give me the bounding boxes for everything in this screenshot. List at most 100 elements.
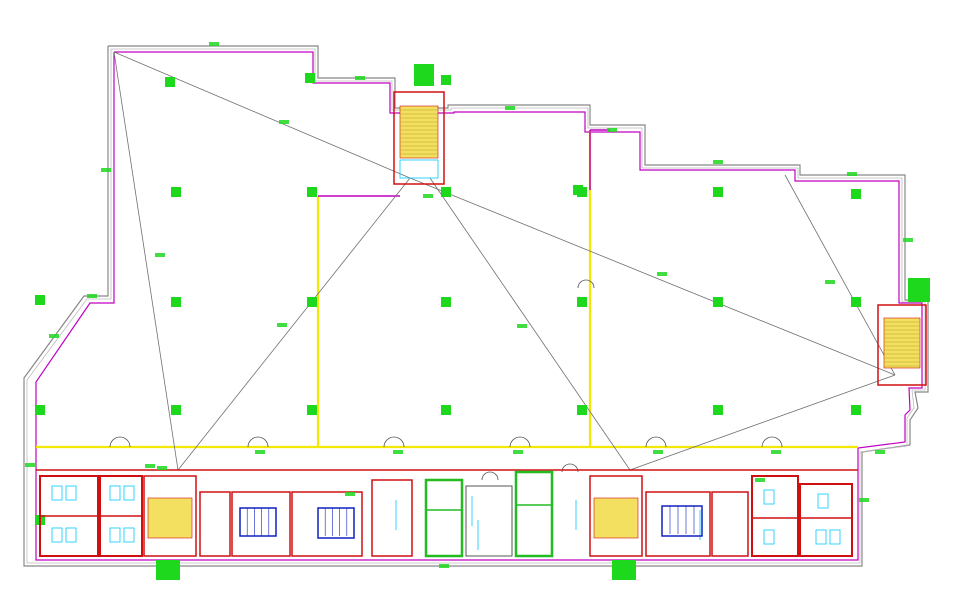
fixture-5 [65, 527, 77, 543]
dimension-tag-12 [825, 280, 835, 284]
column-r1c2 [307, 297, 317, 307]
column-1 [305, 73, 315, 83]
column-r0c3 [441, 187, 451, 197]
desks [239, 505, 703, 539]
fixture-9 [763, 529, 775, 545]
outer-wall [23, 45, 929, 567]
dimension-tag-16 [25, 463, 35, 467]
dimension-tag-26 [439, 564, 449, 568]
dimension-tag-1 [101, 168, 111, 172]
marker-bottom-left [156, 560, 180, 580]
door-symbols [109, 279, 783, 481]
dimension-tag-0 [209, 42, 219, 46]
dimension-tag-4 [155, 253, 165, 257]
dimension-tag-25 [771, 450, 781, 454]
dimension-tag-13 [657, 272, 667, 276]
fixture-2 [109, 485, 121, 501]
stair-core-top-wall [393, 91, 445, 185]
dimension-tag-17 [859, 498, 869, 502]
dimension-tag-20 [145, 464, 155, 468]
stair-top-label-box [414, 64, 434, 86]
column-r2c6 [851, 405, 861, 415]
column-r0c1 [171, 187, 181, 197]
column-r1c6 [851, 297, 861, 307]
dimension-tags [25, 42, 913, 568]
diagonal-5 [429, 177, 631, 471]
fixture-4 [51, 527, 63, 543]
service-zone [36, 469, 858, 558]
column-extra-1 [573, 185, 583, 195]
fixture-0 [51, 485, 63, 501]
stair-bottom-right [589, 475, 643, 557]
dimension-tag-28 [345, 492, 355, 496]
stair-right-treads [884, 321, 920, 367]
desk-2 [317, 507, 355, 539]
elevator-shaft-1 [424, 478, 464, 558]
dimension-tag-29 [755, 478, 765, 482]
fixture-11 [829, 529, 841, 545]
stair-top-landing [399, 159, 439, 179]
column-r1c1 [171, 297, 181, 307]
column-2 [441, 75, 451, 85]
column-r2c1 [171, 405, 181, 415]
dimension-tag-24 [653, 450, 663, 454]
column-r0c6 [851, 189, 861, 199]
dimension-tag-7 [505, 106, 515, 110]
marker-bottom-right [612, 560, 636, 580]
desk-1 [239, 507, 277, 537]
dimension-tag-10 [847, 172, 857, 176]
diagonal-6 [629, 374, 896, 471]
column-r2c2 [307, 405, 317, 415]
column-r2c0 [35, 405, 45, 415]
diagonal-lines [113, 51, 896, 471]
diagonal-1 [113, 51, 411, 179]
door-extra-1 [561, 463, 579, 473]
stair-core-right-wall [877, 304, 927, 386]
column-r0c5 [713, 187, 723, 197]
stair-core-right [877, 278, 930, 386]
stair-bottom-left-steps [147, 497, 193, 539]
fixture-6 [109, 527, 121, 543]
dimension-tag-5 [279, 120, 289, 124]
fixture-7 [123, 527, 135, 543]
office-3 [291, 491, 363, 557]
lobby-core [465, 485, 513, 557]
diagonal-2 [113, 51, 179, 471]
desk-3 [661, 505, 703, 537]
dimension-tag-9 [713, 160, 723, 164]
stair-core-right-steps [883, 317, 921, 369]
dimension-tag-2 [87, 294, 97, 298]
column-r1c4 [577, 297, 587, 307]
office-1 [199, 491, 231, 557]
stair-bottom-right-steps [593, 497, 639, 539]
stair-core-top-steps [399, 105, 439, 159]
stair-bottom-left [143, 475, 197, 557]
dimension-tag-3 [49, 334, 59, 338]
fixtures [51, 485, 841, 550]
office-4 [371, 479, 413, 557]
column-r0c2 [307, 187, 317, 197]
perimeter-line [35, 51, 923, 561]
desk-slats [246, 506, 695, 536]
fixture-12 [817, 493, 829, 509]
section-markers [156, 560, 636, 580]
dimension-tag-18 [875, 450, 885, 454]
door-1 [247, 436, 269, 448]
diagonal-3 [177, 177, 411, 471]
office-6 [711, 491, 749, 557]
corridor-lines [36, 130, 858, 449]
stair-core-top [393, 64, 445, 185]
dimension-tag-27 [157, 466, 167, 470]
fixture-1 [65, 485, 77, 501]
fixture-10 [815, 529, 827, 545]
column-0 [165, 77, 175, 87]
dimension-tag-21 [255, 450, 265, 454]
magenta-partitions [318, 129, 610, 197]
door-extra-2 [577, 279, 595, 289]
dimension-tag-11 [903, 238, 913, 242]
column-r2c5 [713, 405, 723, 415]
dimension-tag-19 [423, 194, 433, 198]
door-extra-0 [481, 471, 499, 481]
elevator-shaft-2 [514, 470, 554, 558]
